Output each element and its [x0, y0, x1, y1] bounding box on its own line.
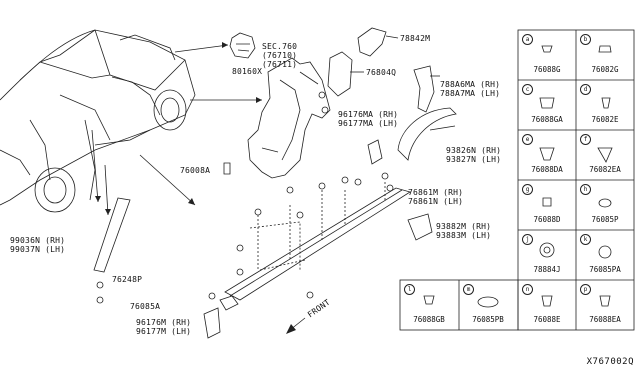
fastener-part-c: 76088GA — [531, 115, 563, 124]
part-label-96176ma: 96176MA (RH) 96177MA (LH) — [338, 110, 399, 128]
leader-arrows — [91, 44, 262, 216]
part-label-99036n: 99036N (RH) 99037N (LH) — [10, 236, 66, 254]
part-label-80160x: 80160X — [232, 67, 263, 76]
fastener-letter-g: g — [522, 184, 533, 195]
body-panel-shape — [247, 57, 331, 179]
part-80160x-shape — [229, 32, 256, 59]
fastener-letter-j: j — [522, 234, 533, 245]
fastener-grid — [399, 29, 635, 331]
fastener-icons — [423, 45, 613, 308]
fastener-part-g: 76088D — [533, 215, 561, 224]
fastener-letter-k: k — [580, 234, 591, 245]
fastener-part-e: 76088DA — [531, 165, 563, 174]
fastener-letter-b: b — [580, 34, 591, 45]
fastener-part-h: 76085P — [591, 215, 619, 224]
part-788a6ma-shape — [413, 65, 435, 113]
fastener-part-a: 76088G — [533, 65, 561, 74]
fastener-letter-a: a — [522, 34, 533, 45]
fastener-part-p: 76088EA — [589, 315, 621, 324]
fastener-part-m: 76085PB — [472, 315, 504, 324]
fastener-part-f: 76082EA — [589, 165, 621, 174]
part-label-sec760: SEC.760 (76710) (76711) — [262, 42, 298, 69]
fastener-part-d: 76082E — [591, 115, 619, 124]
fastener-part-b: 76082G — [591, 65, 619, 74]
part-label-76008a: 76008A — [180, 166, 211, 175]
part-label-78842m: 78842M — [400, 34, 431, 43]
fastener-part-j: 78884J — [533, 265, 561, 274]
part-76804q-shape — [327, 51, 353, 97]
fastener-part-k: 76085PA — [589, 265, 621, 274]
fastener-letter-f: f — [580, 134, 591, 145]
part-label-93826n: 93826N (RH) 93827N (LH) — [446, 146, 502, 164]
part-93882m-shape — [407, 213, 433, 241]
mud-flap-shape — [203, 307, 221, 339]
fastener-letter-l: l — [404, 284, 415, 295]
fastener-part-n: 76088E — [533, 315, 561, 324]
wheel-arch-shape — [397, 107, 457, 161]
fastener-letter-p: p — [580, 284, 591, 295]
part-label-76248p: 76248P — [112, 275, 143, 284]
diagram-id: X767002Q — [586, 357, 634, 367]
part-label-788a6ma: 788A6MA (RH) 788A7MA (LH) — [440, 80, 501, 98]
part-label-76861m: 76861M (RH) 76861N (LH) — [408, 188, 464, 206]
fastener-letter-n: n — [522, 284, 533, 295]
part-label-96176m: 96176M (RH) 96177M (LH) — [136, 318, 192, 336]
part-label-76085a: 76085A — [130, 302, 161, 311]
fastener-letter-d: d — [580, 84, 591, 95]
fastener-letter-c: c — [522, 84, 533, 95]
car-illustration — [0, 29, 196, 213]
fastener-part-l: 76088GB — [413, 315, 445, 324]
part-label-93882m: 93882M (RH) 93883M (LH) — [436, 222, 492, 240]
part-78842m-shape — [357, 27, 387, 57]
pillar-molding-shape — [93, 197, 131, 273]
sill-molding-shape — [224, 187, 411, 301]
fastener-letter-h: h — [580, 184, 591, 195]
fastener-letter-e: e — [522, 134, 533, 145]
fastener-letter-m: m — [463, 284, 474, 295]
part-label-76804q: 76804Q — [366, 68, 397, 77]
